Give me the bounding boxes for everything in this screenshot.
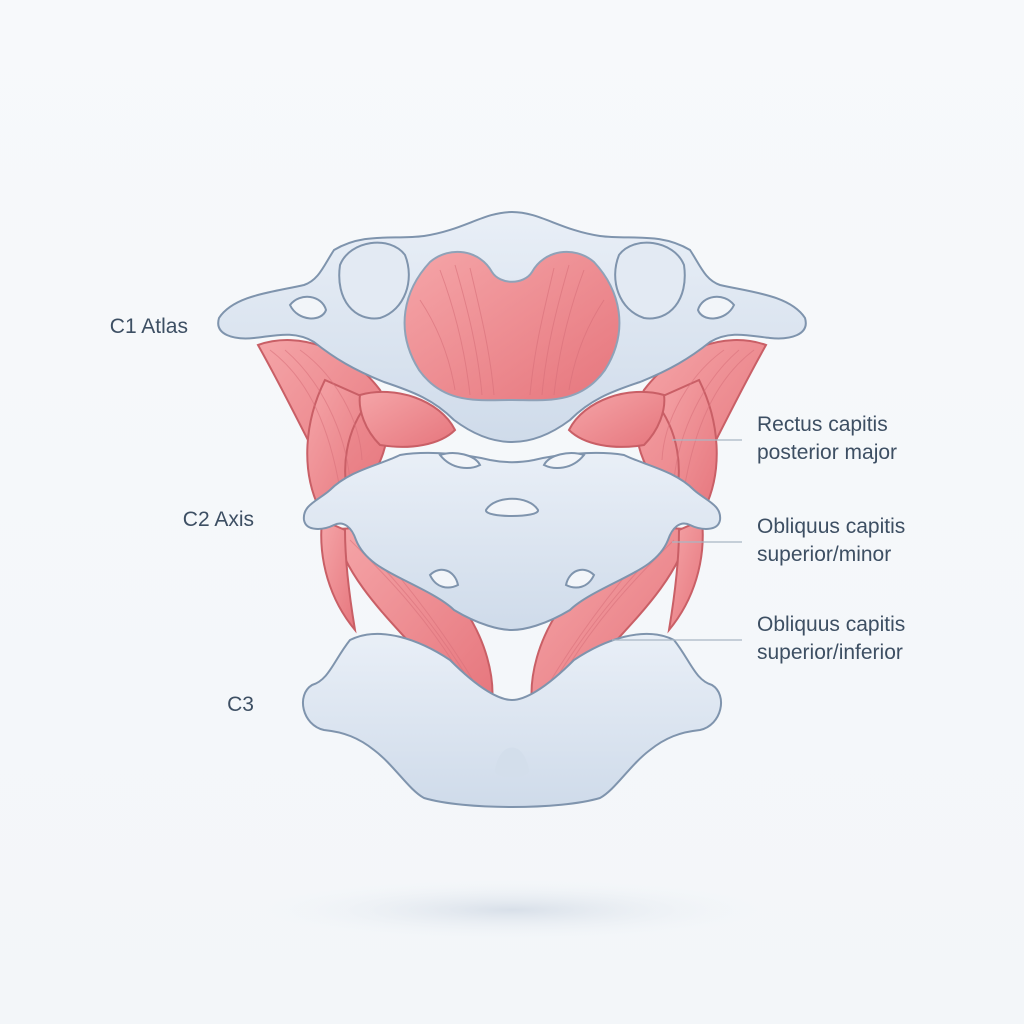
muscle-c1c2-left bbox=[358, 390, 457, 448]
vertebra-c3 bbox=[302, 632, 722, 808]
vertebra-c2 bbox=[302, 451, 722, 632]
label-rectus-line-2: posterior major bbox=[757, 441, 898, 464]
c3-body bbox=[302, 632, 722, 808]
c1-central-opening bbox=[403, 250, 621, 402]
c1-lateral-mass-left bbox=[338, 241, 410, 320]
c1-transverse-foramen-left bbox=[288, 295, 328, 320]
label-obliquus-inferior-line-2: superior/inferior bbox=[757, 641, 903, 664]
vertebra-c1 bbox=[217, 210, 807, 444]
label-obliquus-inferior-line-1: Obliquus capitis bbox=[757, 613, 906, 636]
label-rectus-capitis-posterior-major: Rectus capitis posterior major bbox=[757, 411, 897, 467]
label-obliquus-capitis-superior-inferior: Obliquus capitis superior/inferior bbox=[757, 611, 905, 667]
c1-lateral-mass-right bbox=[614, 241, 686, 320]
muscle-c1c2-right bbox=[567, 390, 666, 448]
label-rectus-line-1: Rectus capitis bbox=[757, 413, 888, 436]
muscle-lower-outer-left bbox=[320, 518, 357, 634]
label-obliquus-capitis-superior-minor: Obliquus capitis superior/minor bbox=[757, 513, 905, 569]
label-obliquus-minor-line-2: superior/minor bbox=[757, 543, 892, 566]
c1-transverse-foramen-right bbox=[696, 295, 736, 320]
label-obliquus-minor-line-1: Obliquus capitis bbox=[757, 515, 906, 538]
c3-spinous-process bbox=[494, 747, 530, 778]
label-c2-axis: C2 Axis bbox=[182, 508, 254, 531]
c2-gap-left bbox=[438, 452, 482, 469]
c2-lower-gap-left bbox=[428, 568, 460, 589]
label-c1-atlas: C1 Atlas bbox=[109, 315, 188, 338]
ground-shadow bbox=[262, 880, 762, 940]
label-c3: C3 bbox=[227, 693, 254, 716]
leader-lines bbox=[612, 439, 742, 641]
atlas-opening-fibers bbox=[419, 264, 605, 396]
c2-foramen bbox=[484, 497, 540, 517]
c2-gap-right bbox=[542, 452, 586, 469]
c2-body bbox=[302, 451, 722, 632]
muscle-lower-outer-right bbox=[667, 518, 704, 634]
c2-lower-gap-right bbox=[564, 568, 596, 589]
